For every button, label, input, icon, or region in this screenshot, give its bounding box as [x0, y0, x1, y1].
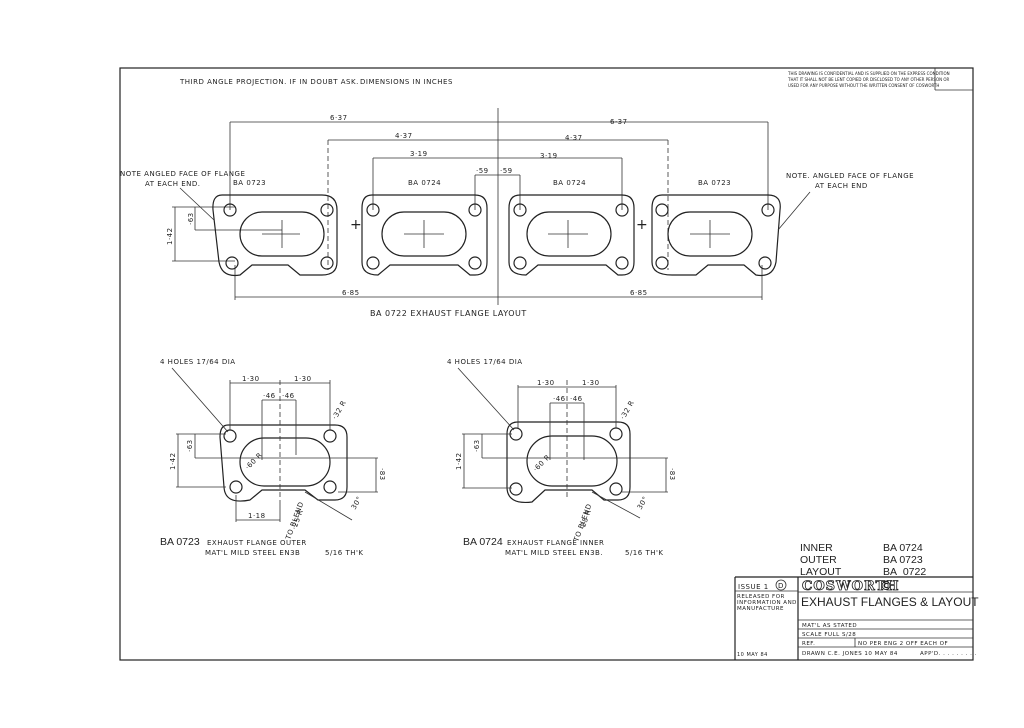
detail-outer-desc: EXHAUST FLANGE OUTER — [207, 539, 307, 547]
dim-0-59-left: ·59 — [476, 167, 489, 175]
layout-title: BA 0722 EXHAUST FLANGE LAYOUT — [370, 309, 527, 318]
title-block-parts-list-1-label: OUTER — [800, 554, 837, 566]
title-block-parts-list-1-part: BA 0723 — [883, 554, 923, 566]
title-block-parts-list-2-part: BA_0722 — [883, 566, 926, 578]
part-label: BA 0723 — [233, 179, 266, 187]
dim-3-19-left: 3·19 — [410, 150, 428, 158]
header-confidentiality-1: THAT IT SHALL NOT BE LENT COPIED OR DISC… — [787, 77, 950, 82]
title-block-ref: REF. — [802, 641, 815, 647]
detail-outer-dims-h: 1·42 — [169, 452, 177, 470]
svg-text:+: + — [350, 217, 362, 233]
drawing-title: EXHAUST FLANGES & LAYOUT — [801, 595, 979, 609]
title-block-release-note-1: INFORMATION AND — [737, 600, 797, 606]
detail-inner-dims-h: 1·42 — [455, 452, 463, 470]
detail-outer-dims-blend: TO BLEND — [284, 501, 305, 542]
detail-inner-dims-r60: ·60 R — [532, 453, 552, 473]
flange-inner-right — [508, 194, 635, 276]
title-block-no-per-eng: NO PER ENG 2 OFF EACH OF — [858, 641, 948, 647]
detail-inner-flange: 1·30 1·30 ·46 ·46 1·42 ·63 ·83 ·32 R ·60… — [447, 358, 676, 557]
detail-outer-thickness: 5/16 TH'K — [325, 549, 364, 557]
detail-inner-dims-h2: ·63 — [473, 439, 481, 452]
layout-view-note-left-0: NOTE ANGLED FACE OF FLANGE — [120, 170, 245, 178]
layout-view-note-right-1: AT EACH END — [815, 182, 868, 190]
detail-inner-dims-s2: ·46 — [570, 395, 583, 403]
part-number: BA 0723 — [160, 536, 200, 548]
dim-4-37-right: 4·37 — [565, 134, 583, 142]
cosworth-logo: COSWORTH — [802, 579, 900, 594]
layout-view: 6·37 6·37 4·37 4·37 3·19 3·19 ·59 ·59 6·… — [120, 108, 914, 318]
parts-list: INNER BA 0724 OUTER BA 0723 LAYOUT BA_07… — [800, 542, 926, 578]
title-block-drawn: DRAWN C.E. JONES 10 MAY 84 — [802, 651, 898, 657]
detail-outer-material: MAT'L MILD STEEL EN3B — [205, 549, 300, 557]
detail-inner-thickness: 5/16 TH'K — [625, 549, 664, 557]
title-block-release-note-2: MANUFACTURE — [737, 606, 784, 612]
part-label: BA 0723 — [698, 179, 731, 187]
detail-inner-desc: EXHAUST FLANGE INNER — [507, 539, 604, 547]
detail-outer-dims-h3: ·83 — [378, 468, 386, 481]
detail-inner-material: MAT'L MILD STEEL EN3B. — [505, 549, 603, 557]
detail-outer-flange: 1·30 1·30 ·46 ·46 1·42 ·63 ·83 1·18 ·32 … — [160, 358, 386, 557]
note-right: NOTE. ANGLED FACE OF FLANGE AT EACH END — [786, 172, 914, 190]
dim-4-37-left: 4·37 — [395, 132, 413, 140]
layout-view-note-right-0: NOTE. ANGLED FACE OF FLANGE — [786, 172, 914, 180]
note-left: NOTE ANGLED FACE OF FLANGE AT EACH END. — [120, 170, 245, 188]
drawing-border — [119, 67, 974, 661]
projection-note: THIRD ANGLE PROJECTION. IF IN DOUBT ASK. — [179, 78, 359, 86]
detail-outer-dims-r32: ·32 R — [331, 399, 348, 421]
detail-inner-dims-ang: 30° — [636, 495, 650, 511]
dim-6-37-left: 6·37 — [330, 114, 348, 122]
flange-outer-right — [651, 194, 781, 277]
title-block-parts-list-0-part: BA 0724 — [883, 542, 923, 554]
part-label: BA 0724 — [553, 179, 586, 187]
dim-6-85-right: 6·85 — [630, 289, 648, 297]
detail-inner-dims-w2: 1·30 — [582, 379, 600, 387]
detail-outer-dims-r60: ·60 R — [244, 451, 264, 471]
detail-outer-dims-ang: 30° — [350, 495, 364, 511]
svg-text:+: + — [636, 217, 648, 233]
dim-0-59-right: ·59 — [500, 167, 513, 175]
holes-note: 4 HOLES 17/64 DIA — [447, 358, 523, 366]
title-block-issue-letter: D — [778, 582, 784, 590]
release-note: RELEASED FOR INFORMATION AND MANUFACTURE — [737, 594, 797, 612]
dim-3-19-right: 3·19 — [540, 152, 558, 160]
title-block-parts-list-0-label: INNER — [800, 542, 833, 554]
flange-inner-left — [361, 194, 488, 276]
detail-outer-dims-b118: 1·18 — [248, 512, 266, 520]
dim-6-85-left: 6·85 — [342, 289, 360, 297]
title-block-release-note-0: RELEASED FOR — [737, 594, 785, 600]
header-confidentiality-2: USED FOR ANY PURPOSE WITHOUT THE WRITTEN… — [788, 83, 939, 88]
detail-inner-dims-h3: ·83 — [668, 468, 676, 481]
title-block-scale: SCALE FULL S/28 — [802, 632, 856, 638]
detail-outer-dims-s2: ·46 — [282, 392, 295, 400]
title-block-release-date: 10 MAY 84 — [737, 652, 768, 658]
detail-inner-dims-r32: ·32 R — [619, 399, 636, 421]
dim-1-42: 1·42 — [166, 227, 174, 245]
part-label: BA 0724 — [408, 179, 441, 187]
part-number: BA 0724 — [463, 536, 503, 548]
title-block: INNER BA 0724 OUTER BA 0723 LAYOUT BA_07… — [734, 542, 979, 660]
confidentiality-note: THIS DRAWING IS CONFIDENTIAL AND IS SUPP… — [787, 71, 950, 88]
units-note: DIMENSIONS IN INCHES — [360, 78, 453, 86]
title-block-parts-list-2-label: LAYOUT — [800, 566, 842, 578]
layout-view-note-left-1: AT EACH END. — [145, 180, 201, 188]
detail-inner-dims-w1: 1·30 — [537, 379, 555, 387]
detail-outer-dims-w1: 1·30 — [242, 375, 260, 383]
detail-inner-dims-s1: ·46 — [553, 395, 566, 403]
dim-0-63: ·63 — [187, 212, 195, 225]
holes-note: 4 HOLES 17/64 DIA — [160, 358, 236, 366]
detail-inner-dims-blend: TO BLEND — [572, 503, 593, 544]
detail-outer-dims-h2: ·63 — [186, 439, 194, 452]
title-block-material: MAT'L AS STATED — [802, 623, 857, 629]
flange-outer-left — [212, 194, 338, 277]
title-block-copyright: © — [880, 579, 892, 593]
title-block-appd: APP'D. . . . . . . . . — [920, 651, 977, 657]
title-block-issue: ISSUE 1 — [738, 583, 769, 591]
header-confidentiality-0: THIS DRAWING IS CONFIDENTIAL AND IS SUPP… — [787, 71, 950, 76]
detail-outer-dims-s1: ·46 — [263, 392, 276, 400]
detail-outer-dims-w2: 1·30 — [294, 375, 312, 383]
dim-6-37-right: 6·37 — [610, 118, 628, 126]
